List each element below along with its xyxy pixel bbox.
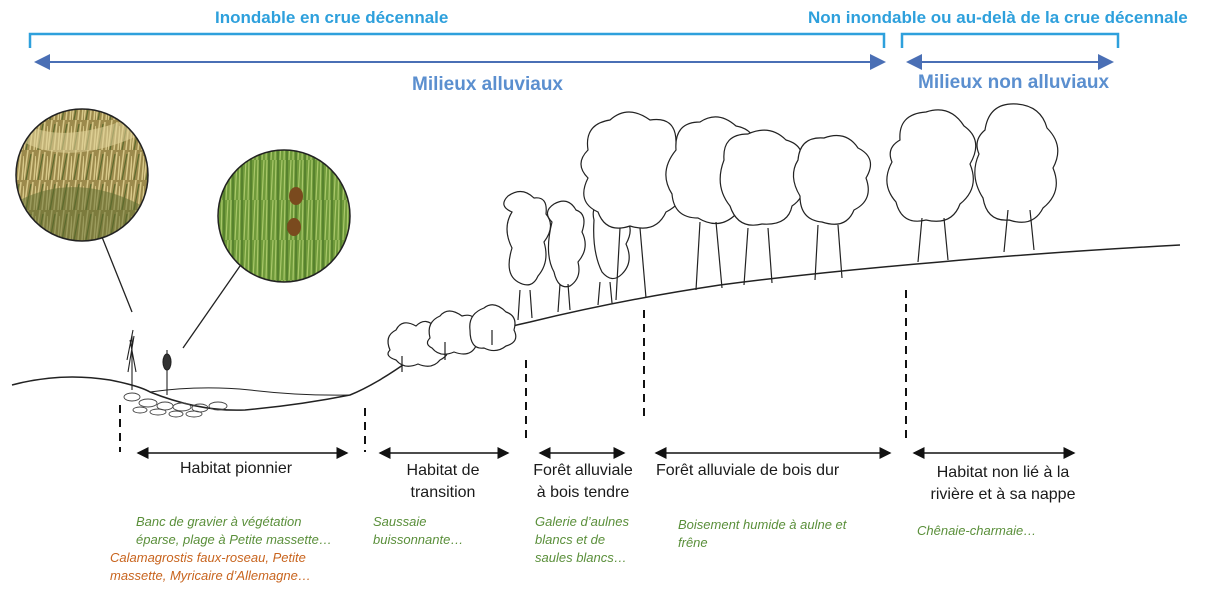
zone-desc-hardwood: Boisement humide à aulne et frêne xyxy=(678,516,846,552)
zone-title-nonalluvial: Habitat non lié à la rivière et à sa nap… xyxy=(918,462,1088,506)
alluvial-label: Milieux alluviaux xyxy=(412,74,563,96)
zone-dividers xyxy=(120,290,906,452)
zone-desc-pioneer-species: Calamagrostis faux-roseau, Petite masset… xyxy=(110,549,311,585)
zone-title-pioneer: Habitat pionnier xyxy=(180,458,292,480)
nonalluvial-label: Milieux non alluviaux xyxy=(918,72,1109,94)
zone-desc-softwood: Galerie d’aulnes blancs et de saules bla… xyxy=(535,513,629,567)
zone-title-softwood: Forêt alluviale à bois tendre xyxy=(528,460,638,504)
ground-line xyxy=(12,245,1180,410)
flood-bracket xyxy=(30,34,884,48)
zone-title-hardwood: Forêt alluviale de bois dur xyxy=(656,460,839,482)
photo-cattail-circle xyxy=(218,150,350,282)
flood-zone-label: Inondable en crue décennale xyxy=(215,8,448,28)
zone-desc-pioneer: Banc de gravier à végétation éparse, pla… xyxy=(136,513,332,549)
zone-title-transition: Habitat de transition xyxy=(388,460,498,504)
zone-desc-nonalluvial: Chênaie-charmaie… xyxy=(917,522,1036,540)
nonflood-bracket xyxy=(902,34,1118,48)
photo-grass-circle xyxy=(16,109,150,241)
nonflood-zone-label: Non inondable ou au-delà de la crue déce… xyxy=(808,8,1188,28)
oak-trees xyxy=(887,104,1058,262)
gravel-bank xyxy=(124,393,227,417)
zone-desc-transition: Saussaie buissonnante… xyxy=(373,513,463,549)
shrubs xyxy=(388,305,516,372)
